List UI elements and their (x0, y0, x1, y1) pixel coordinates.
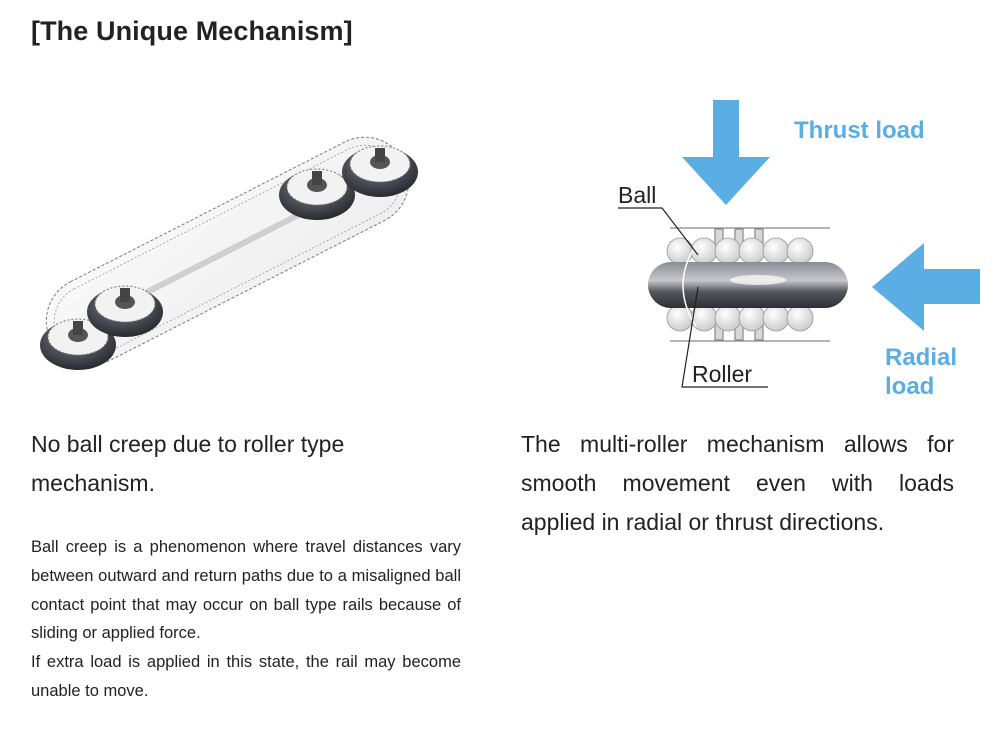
load-diagram-svg: Thrust load Radial load (618, 100, 980, 400)
radial-load-label-line2: load (885, 373, 934, 400)
ball-row (666, 237, 814, 332)
roller-body (648, 262, 848, 308)
leader-lines (618, 207, 768, 388)
roller-label: Roller (692, 361, 752, 387)
roller-wheel (279, 168, 355, 220)
left-lead-text: No ball creep due to roller type mechani… (31, 431, 345, 496)
roller-wheel (40, 318, 116, 370)
ball-contact-arc (682, 244, 697, 328)
roller-carriage-svg (40, 136, 418, 370)
left-body-text: Ball creep is a phenomenon where travel … (31, 533, 461, 706)
radial-arrow (872, 243, 980, 331)
right-lead-text: The multi-roller mechanism allows for sm… (521, 431, 954, 535)
roller-highlight (730, 275, 786, 285)
ball-label: Ball (618, 182, 656, 208)
body-paragraph: Ball creep is a phenomenon where travel … (31, 538, 461, 643)
body-paragraph: If extra load is applied in this state, … (31, 653, 461, 700)
radial-load-label-line1: Radial (885, 344, 957, 371)
thrust-load-label: Thrust load (794, 117, 925, 144)
load-diagram: Thrust load Radial load (600, 95, 990, 410)
roller-wheel (342, 145, 418, 197)
roller-wheel (87, 285, 163, 337)
thrust-arrow (682, 100, 770, 205)
page-title: [The Unique Mechanism] (31, 16, 353, 46)
roller-carriage-illustration (28, 112, 428, 392)
